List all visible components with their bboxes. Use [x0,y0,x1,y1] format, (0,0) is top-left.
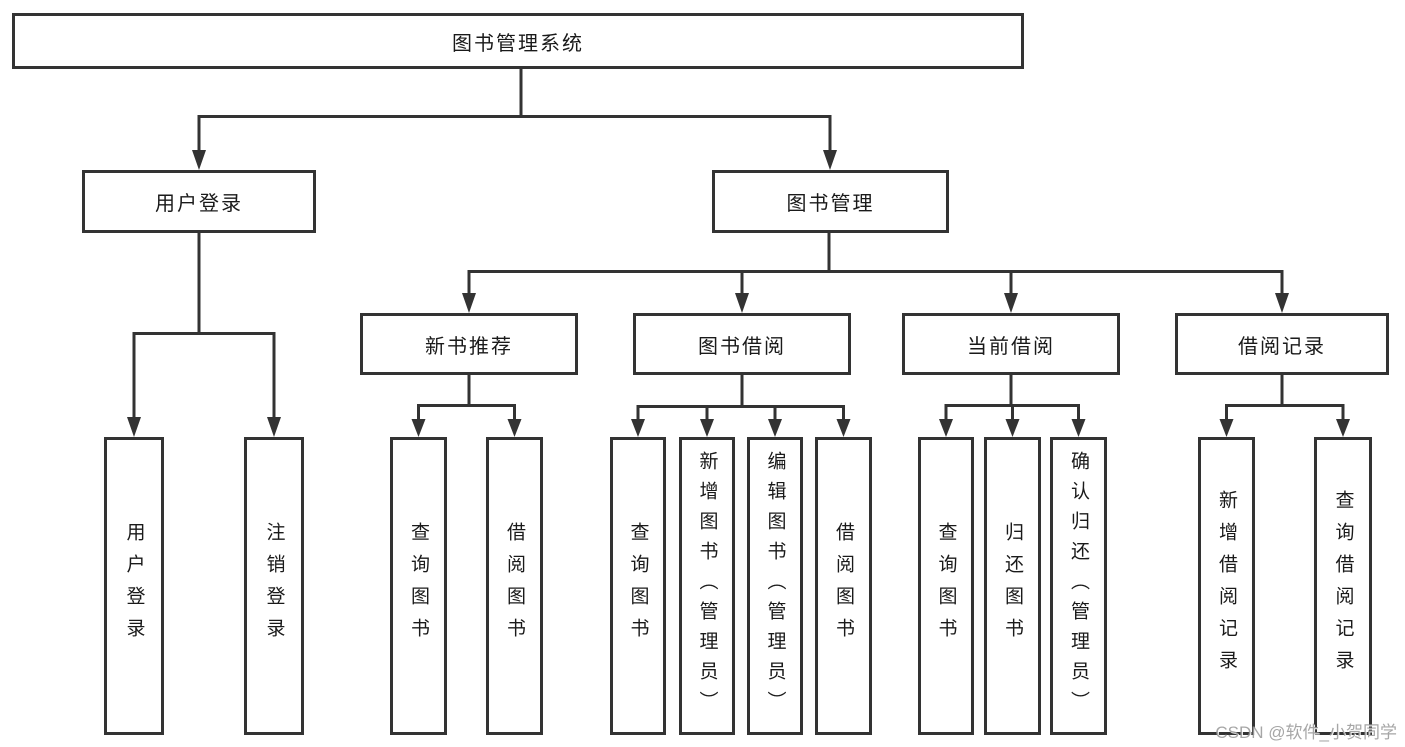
node-book-borrowing: 图书借阅 [633,313,851,375]
leaf-borrow-books-recommend-label: 借阅图书 [504,522,525,650]
leaf-add-borrow-record: 新增借阅记录 [1198,437,1255,735]
root-node-label: 图书管理系统 [452,32,584,55]
leaf-query-borrow-record-label: 查询借阅记录 [1332,490,1354,682]
node-user-login: 用户登录 [82,170,316,233]
leaf-query-books-current-label: 查询图书 [935,522,957,650]
leaf-add-borrow-record-label: 新增借阅记录 [1216,490,1237,682]
leaf-user-login: 用户登录 [104,437,164,735]
leaf-logout: 注销登录 [244,437,304,735]
leaf-query-books-recommend-label: 查询图书 [408,522,429,650]
node-book-borrowing-label: 图书借阅 [698,335,786,358]
leaf-add-books-admin: 新增图书（管理员） [679,437,735,735]
node-borrowing-records: 借阅记录 [1175,313,1389,375]
node-new-book-recommendation-label: 新书推荐 [425,335,513,358]
leaf-borrow-books-recommend: 借阅图书 [486,437,543,735]
leaf-borrow-books-label: 借阅图书 [833,522,854,650]
node-book-management-label: 图书管理 [786,193,875,215]
root-node-library-management-system: 图书管理系统 [12,13,1024,69]
leaf-return-books: 归还图书 [984,437,1041,735]
csdn-watermark: CSDN @软件_小贺同学 [1215,723,1397,742]
node-current-borrowing-label: 当前借阅 [967,335,1055,358]
leaf-logout-label: 注销登录 [263,522,285,650]
node-user-login-label: 用户登录 [155,193,243,215]
leaf-confirm-return-admin-label: 确认归还（管理员） [1068,451,1089,721]
node-new-book-recommendation: 新书推荐 [360,313,578,375]
leaf-query-books-borrow-label: 查询图书 [627,522,649,650]
leaf-confirm-return-admin: 确认归还（管理员） [1050,437,1107,735]
leaf-user-login-label: 用户登录 [123,522,145,650]
node-current-borrowing: 当前借阅 [902,313,1120,375]
leaf-query-borrow-record: 查询借阅记录 [1314,437,1372,735]
leaf-return-books-label: 归还图书 [1002,522,1023,650]
node-book-management: 图书管理 [712,170,949,233]
leaf-add-books-admin-label: 新增图书（管理员） [696,451,718,721]
leaf-edit-books-admin-label: 编辑图书（管理员） [764,451,786,721]
node-borrowing-records-label: 借阅记录 [1238,335,1326,358]
leaf-edit-books-admin: 编辑图书（管理员） [747,437,803,735]
leaf-query-books-recommend: 查询图书 [390,437,447,735]
leaf-query-books-current: 查询图书 [918,437,974,735]
leaf-borrow-books: 借阅图书 [815,437,872,735]
leaf-query-books-borrow: 查询图书 [610,437,666,735]
